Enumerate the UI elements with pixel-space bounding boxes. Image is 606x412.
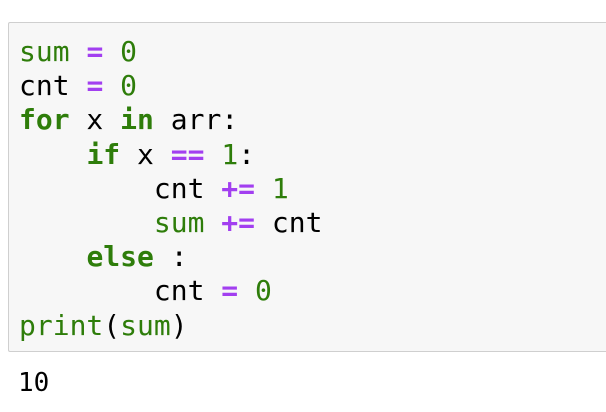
code-text: cnt — [19, 171, 222, 205]
code-keyword: for — [19, 103, 70, 137]
code-number: 0 — [120, 35, 138, 68]
code-text: cnt — [19, 69, 70, 103]
cell-output: 10 — [18, 368, 50, 398]
code-text — [103, 69, 120, 102]
code-operator: = — [86, 69, 104, 103]
code-text: cnt — [255, 205, 323, 239]
code-text — [19, 240, 86, 273]
code-number: 1 — [221, 137, 239, 171]
code-text — [70, 35, 87, 68]
code-line: cnt += 1 — [19, 172, 322, 206]
code-operator: = — [86, 35, 104, 68]
code-number: 1 — [271, 171, 289, 205]
code-text — [204, 138, 221, 171]
code-text: arr: — [153, 103, 239, 137]
code-line: print(sum) — [19, 309, 322, 343]
code-number: 0 — [255, 274, 272, 308]
code-text — [19, 206, 154, 239]
code-line: for x in arr: — [19, 103, 322, 137]
code-punctuation: : — [238, 137, 256, 171]
code-text: x — [120, 137, 171, 171]
code-text — [238, 274, 255, 307]
code-builtin: sum — [120, 308, 171, 342]
code-text: cnt — [19, 274, 222, 308]
code-text — [255, 172, 272, 205]
code-punctuation: ) — [170, 308, 188, 342]
code-operator: = — [221, 274, 239, 308]
code-operator: += — [221, 171, 256, 205]
code-keyword: if — [86, 137, 121, 171]
code-text — [204, 206, 221, 239]
code-punctuation: ( — [103, 308, 121, 342]
code-text: x — [69, 103, 121, 137]
code-keyword: in — [120, 103, 154, 137]
code-line: cnt = 0 — [19, 274, 322, 308]
code-line: sum = 0 — [19, 35, 322, 69]
code-line: else : — [19, 240, 322, 274]
code-builtin: sum — [153, 205, 205, 239]
code-text — [70, 69, 87, 102]
code-text — [19, 138, 86, 171]
code-operator: == — [170, 137, 205, 171]
code-line: if x == 1: — [19, 138, 322, 172]
code-keyword: else — [86, 240, 154, 274]
code-number: 0 — [120, 69, 138, 103]
code-line: sum += cnt — [19, 205, 323, 240]
code-operator: += — [221, 205, 256, 239]
code-line: cnt = 0 — [19, 69, 322, 103]
code-punctuation: : — [153, 240, 188, 274]
code-builtin: sum — [19, 35, 70, 68]
code-builtin: print — [19, 308, 104, 342]
code-text — [103, 35, 120, 68]
